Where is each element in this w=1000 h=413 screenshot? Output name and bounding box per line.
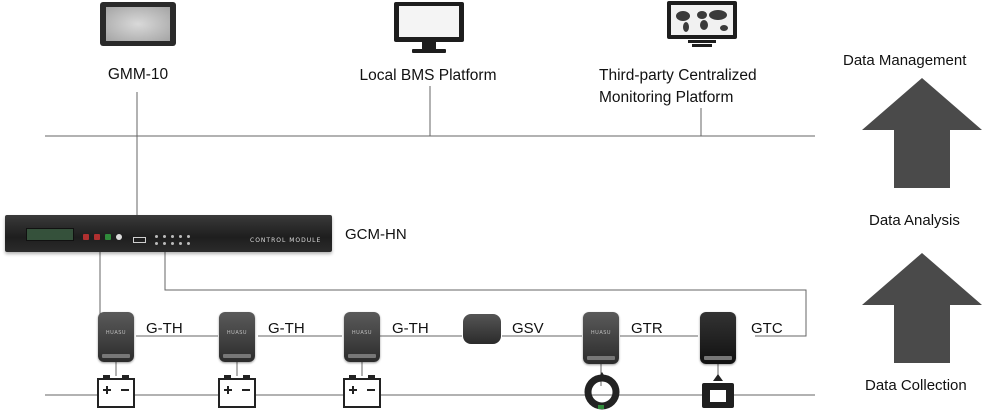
controller-label: GCM-HN <box>345 226 407 243</box>
battery-icon <box>218 375 256 408</box>
monitor-icon <box>394 2 464 53</box>
layer-collection-label: Data Collection <box>865 377 967 394</box>
world-map-monitor-icon <box>667 1 737 47</box>
sensor-label: G-TH <box>146 320 183 337</box>
sensor-gtc <box>700 312 736 364</box>
rack-button <box>94 234 100 240</box>
rack-button <box>105 234 111 240</box>
usb-port <box>133 237 146 243</box>
touch-panel-icon <box>100 2 176 46</box>
local-bms-label: Local BMS Platform <box>359 67 497 84</box>
battery-icon <box>97 375 135 408</box>
sensor-label: GTR <box>631 320 663 337</box>
gmm-label: GMM-10 <box>107 66 169 83</box>
sensor-label: GTC <box>751 320 783 337</box>
sensor-gtr: HUASU <box>583 312 619 364</box>
rack-button <box>83 234 89 240</box>
battery-icon <box>343 375 381 408</box>
sensor-g-th-3: HUASU <box>344 312 380 362</box>
sensor-gsv <box>463 314 501 344</box>
up-arrow-icon <box>862 78 982 188</box>
sensor-g-th-2: HUASU <box>219 312 255 362</box>
sensor-g-th-1: HUASU <box>98 312 134 362</box>
controller-rack: CONTROL MODULE <box>5 215 332 252</box>
layer-management-label: Data Management <box>843 52 967 69</box>
sensor-label: G-TH <box>268 320 305 337</box>
layer-analysis-label: Data Analysis <box>869 212 960 229</box>
up-arrow-icon <box>862 253 982 363</box>
sensor-label: G-TH <box>392 320 429 337</box>
clamp-sensor-icon <box>702 374 734 408</box>
rack-button <box>116 234 122 240</box>
current-transformer-icon <box>584 372 620 410</box>
third-party-label-line2: Monitoring Platform <box>599 89 734 106</box>
third-party-label-line1: Third-party Centralized <box>599 67 757 84</box>
sensor-label: GSV <box>512 320 544 337</box>
rack-display <box>26 228 74 241</box>
rack-panel-text: CONTROL MODULE <box>250 237 322 244</box>
